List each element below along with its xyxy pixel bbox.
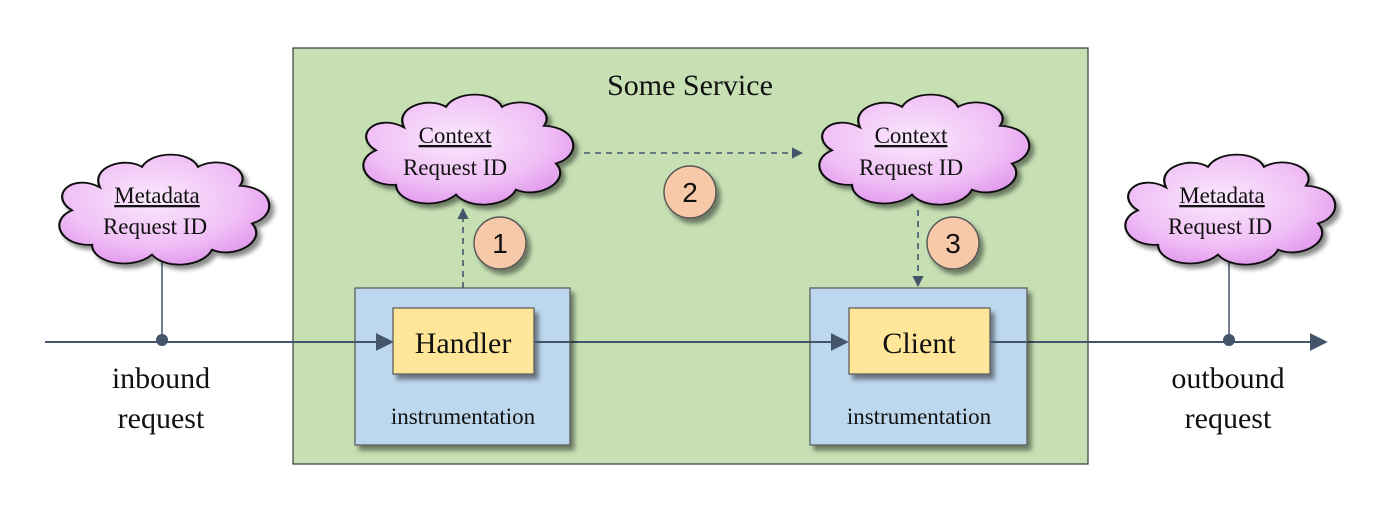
- outbound-metadata-value: Request ID: [1168, 214, 1272, 239]
- inbound-label-line2: request: [118, 402, 205, 435]
- handler-box: [392, 307, 535, 375]
- step-3-marker: [926, 216, 980, 270]
- step-3-label: 3: [945, 228, 961, 259]
- service-title: Some Service: [607, 69, 773, 102]
- client-label: Client: [882, 327, 956, 360]
- outbound-label-line1: outbound: [1171, 362, 1284, 395]
- handler-context-value: Request ID: [403, 155, 507, 180]
- handler-context-heading: Context: [419, 123, 492, 148]
- inbound-label-line1: inbound: [112, 362, 210, 395]
- outbound-label-line2: request: [1185, 402, 1272, 435]
- client-instrumentation-caption: instrumentation: [847, 404, 992, 429]
- client-context-heading: Context: [875, 123, 948, 148]
- handler-label: Handler: [415, 327, 512, 360]
- inbound-metadata-cloud: [58, 153, 271, 266]
- step-2-marker: [663, 165, 717, 219]
- step-1-marker: [473, 216, 527, 270]
- step-2-label: 2: [682, 177, 698, 208]
- client-context-value: Request ID: [859, 155, 963, 180]
- inbound-attach-point: [156, 334, 168, 346]
- step-1-label: 1: [492, 228, 508, 259]
- outbound-metadata-cloud: [1124, 153, 1337, 266]
- inbound-metadata-value: Request ID: [103, 214, 207, 239]
- outbound-metadata-heading: Metadata: [1179, 183, 1265, 208]
- inbound-metadata-heading: Metadata: [114, 183, 200, 208]
- outbound-attach-point: [1223, 334, 1235, 346]
- handler-instrumentation-caption: instrumentation: [391, 404, 536, 429]
